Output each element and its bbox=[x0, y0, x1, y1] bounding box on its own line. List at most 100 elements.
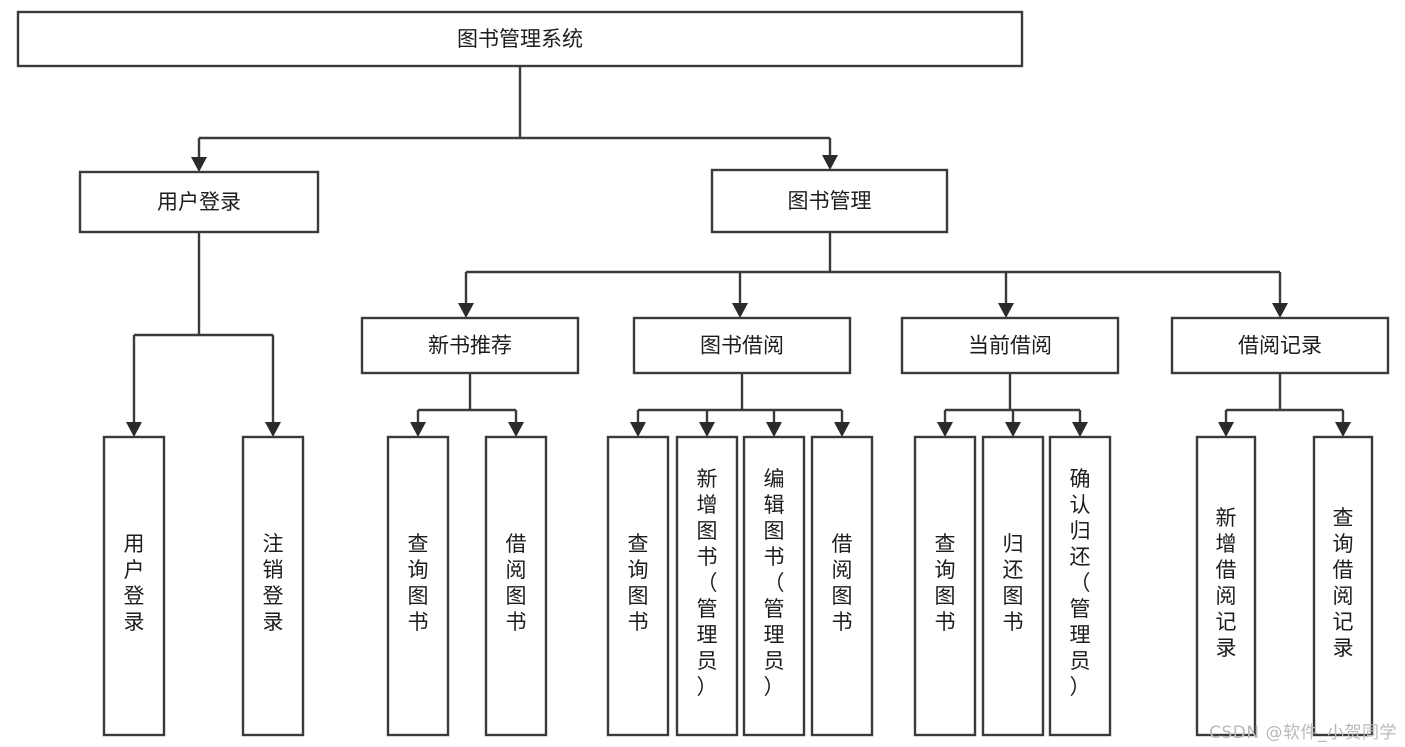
node-label: 新增借阅记录 bbox=[1216, 506, 1237, 660]
node-box[interactable] bbox=[710, 168, 949, 234]
node-box[interactable] bbox=[913, 435, 977, 737]
node-leaf-query-book-current[interactable]: 查询图书 bbox=[913, 435, 977, 737]
node-root[interactable]: 图书管理系统 bbox=[16, 10, 1024, 68]
connector-drop-leaf-user-logout bbox=[265, 335, 281, 437]
arrow-head-icon bbox=[1335, 422, 1351, 437]
node-borrow-record[interactable]: 借阅记录 bbox=[1170, 316, 1390, 375]
node-label: 归还图书 bbox=[1003, 532, 1024, 634]
node-label: 新书推荐 bbox=[428, 334, 512, 358]
arrow-head-icon bbox=[699, 422, 715, 437]
node-label: 确认归还（管理员） bbox=[1070, 467, 1091, 699]
node-leaf-add-book[interactable]: 新增图书（管理员） bbox=[675, 435, 739, 737]
node-box[interactable] bbox=[675, 435, 739, 737]
connector-drop-edit-book bbox=[766, 410, 782, 437]
connector-drop-borrow-book-1 bbox=[508, 410, 524, 437]
node-label: 查询图书 bbox=[628, 532, 649, 634]
connector-root-drop-user-login bbox=[191, 138, 207, 172]
node-label: 注销登录 bbox=[263, 532, 284, 634]
node-box[interactable] bbox=[102, 435, 166, 737]
node-label: 查询借阅记录 bbox=[1333, 506, 1354, 660]
arrow-head-icon bbox=[766, 422, 782, 437]
node-leaf-borrow-book[interactable]: 借阅图书 bbox=[810, 435, 874, 737]
connector-drop-borrow-book-2 bbox=[834, 410, 850, 437]
node-box[interactable] bbox=[386, 435, 450, 737]
connector-drop-add-book bbox=[699, 410, 715, 437]
node-box[interactable] bbox=[900, 316, 1120, 375]
node-book-borrow[interactable]: 图书借阅 bbox=[632, 316, 852, 375]
connector-drop-return-book bbox=[1005, 410, 1021, 437]
arrow-head-icon bbox=[822, 155, 838, 170]
node-box[interactable] bbox=[1170, 316, 1390, 375]
node-box[interactable] bbox=[632, 316, 852, 375]
arrow-head-icon bbox=[265, 422, 281, 437]
arrow-head-icon bbox=[630, 422, 646, 437]
node-leaf-user-logout[interactable]: 注销登录 bbox=[241, 435, 305, 737]
node-box[interactable] bbox=[78, 170, 320, 234]
node-box[interactable] bbox=[1312, 435, 1374, 737]
node-current-borrow[interactable]: 当前借阅 bbox=[900, 316, 1120, 375]
node-box[interactable] bbox=[742, 435, 806, 737]
arrow-head-icon bbox=[1072, 422, 1088, 437]
node-label: 查询图书 bbox=[935, 532, 956, 634]
connector-drop-query-book-3 bbox=[937, 410, 953, 437]
node-label: 图书借阅 bbox=[700, 334, 784, 358]
node-leaf-edit-book[interactable]: 编辑图书（管理员） bbox=[742, 435, 806, 737]
node-user-login[interactable]: 用户登录 bbox=[78, 170, 320, 234]
node-leaf-user-login[interactable]: 用户登录 bbox=[102, 435, 166, 737]
node-label: 借阅图书 bbox=[832, 532, 853, 634]
node-leaf-query-book-borrow[interactable]: 查询图书 bbox=[606, 435, 670, 737]
connector-drop-current-borrow bbox=[998, 272, 1014, 318]
arrow-head-icon bbox=[1218, 422, 1234, 437]
node-label: 用户登录 bbox=[157, 190, 241, 214]
connector-drop-leaf-user-login bbox=[126, 335, 142, 437]
node-book-manage[interactable]: 图书管理 bbox=[710, 168, 949, 234]
connector-drop-add-record bbox=[1218, 410, 1234, 437]
connector-drop-query-book-2 bbox=[630, 410, 646, 437]
node-new-book-recommend[interactable]: 新书推荐 bbox=[360, 316, 580, 375]
node-leaf-query-borrow-record[interactable]: 查询借阅记录 bbox=[1312, 435, 1374, 737]
node-box[interactable] bbox=[241, 435, 305, 737]
node-leaf-confirm-return[interactable]: 确认归还（管理员） bbox=[1048, 435, 1112, 737]
connector-drop-query-book-1 bbox=[410, 410, 426, 437]
arrow-head-icon bbox=[410, 422, 426, 437]
arrow-head-icon bbox=[834, 422, 850, 437]
arrow-head-icon bbox=[458, 303, 474, 318]
node-box[interactable] bbox=[1048, 435, 1112, 737]
node-box[interactable] bbox=[1195, 435, 1257, 737]
node-label: 借阅记录 bbox=[1238, 334, 1322, 358]
node-box[interactable] bbox=[606, 435, 670, 737]
arrow-head-icon bbox=[937, 422, 953, 437]
arrow-head-icon bbox=[508, 422, 524, 437]
arrow-head-icon bbox=[1272, 303, 1288, 318]
connector-drop-query-record bbox=[1335, 410, 1351, 437]
node-box[interactable] bbox=[484, 435, 548, 737]
node-label: 当前借阅 bbox=[968, 334, 1052, 358]
node-box[interactable] bbox=[16, 10, 1024, 68]
node-leaf-add-borrow-record[interactable]: 新增借阅记录 bbox=[1195, 435, 1257, 737]
node-label: 借阅图书 bbox=[506, 532, 527, 634]
node-label: 编辑图书（管理员） bbox=[764, 467, 785, 699]
arrow-head-icon bbox=[126, 422, 142, 437]
csdn-watermark: CSDN @软件_小贺同学 bbox=[1209, 723, 1397, 743]
arrow-head-icon bbox=[191, 157, 207, 172]
node-label: 查询图书 bbox=[408, 532, 429, 634]
node-box[interactable] bbox=[810, 435, 874, 737]
connector-root-drop-book-manage bbox=[822, 138, 838, 170]
node-label: 新增图书（管理员） bbox=[697, 467, 718, 699]
arrow-head-icon bbox=[998, 303, 1014, 318]
node-label: 图书管理 bbox=[788, 189, 872, 213]
node-label: 图书管理系统 bbox=[457, 27, 583, 51]
connector-drop-borrow-record bbox=[1272, 272, 1288, 318]
connector-drop-book-borrow bbox=[732, 272, 748, 318]
node-box[interactable] bbox=[360, 316, 580, 375]
connector-drop-confirm-return bbox=[1072, 410, 1088, 437]
arrow-head-icon bbox=[732, 303, 748, 318]
node-label: 用户登录 bbox=[124, 532, 145, 634]
node-box[interactable] bbox=[981, 435, 1045, 737]
connectors-layer bbox=[126, 66, 1351, 437]
node-leaf-query-book-recommend[interactable]: 查询图书 bbox=[386, 435, 450, 737]
node-leaf-return-book[interactable]: 归还图书 bbox=[981, 435, 1045, 737]
node-leaf-borrow-book-recommend[interactable]: 借阅图书 bbox=[484, 435, 548, 737]
nodes-layer: 图书管理系统用户登录图书管理新书推荐图书借阅当前借阅借阅记录用户登录注销登录查询… bbox=[16, 10, 1390, 737]
